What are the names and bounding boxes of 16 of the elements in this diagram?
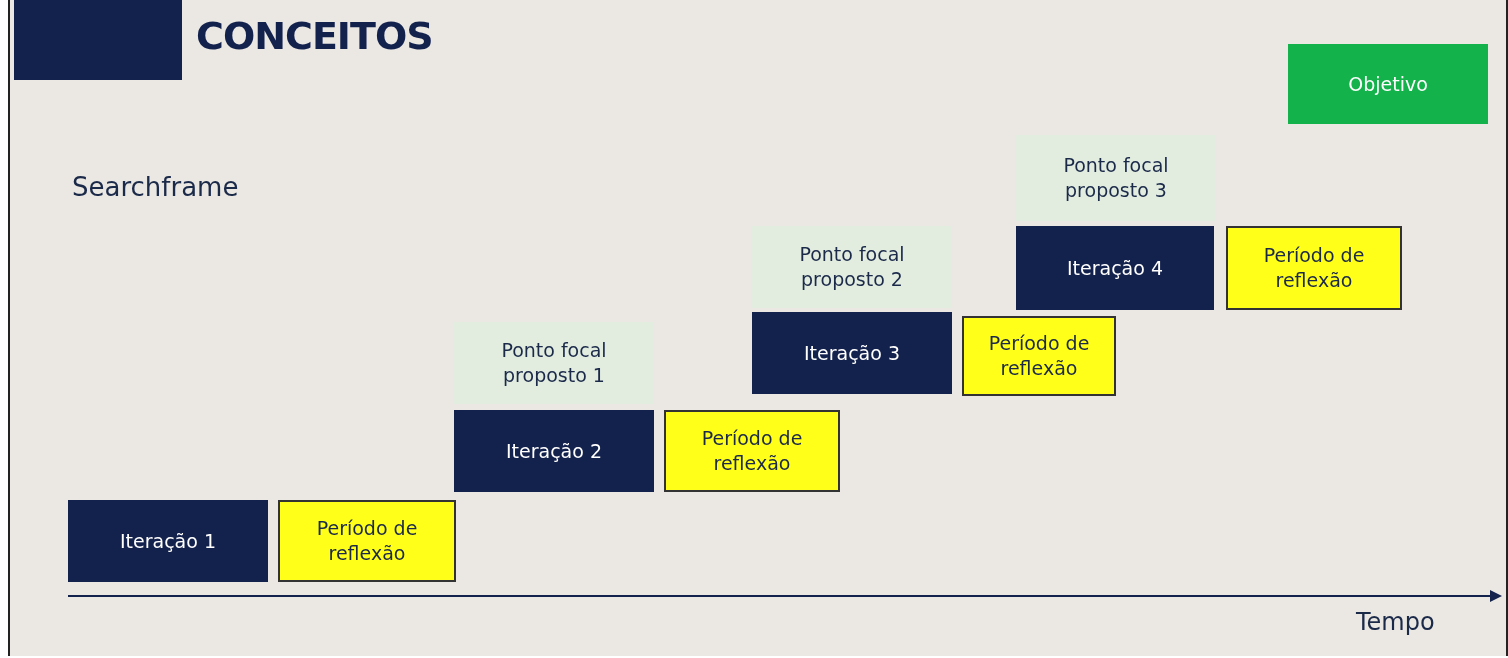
iteration-box: Iteração 1 — [68, 500, 268, 582]
goal-box: Objetivo — [1288, 44, 1488, 124]
title: CONCEITOS — [196, 14, 433, 58]
frame-label: Searchframe — [72, 172, 239, 202]
focal-point-box: Ponto focal proposto 2 — [752, 226, 952, 308]
iteration-box: Iteração 4 — [1016, 226, 1214, 310]
iteration-box: Iteração 2 — [454, 410, 654, 492]
title-bar — [14, 0, 182, 80]
reflection-box: Período de reflexão — [664, 410, 840, 492]
focal-point-box: Ponto focal proposto 1 — [454, 322, 654, 404]
reflection-box: Período de reflexão — [278, 500, 456, 582]
iteration-box: Iteração 3 — [752, 312, 952, 394]
axis-label: Tempo — [1356, 608, 1435, 636]
focal-point-box: Ponto focal proposto 3 — [1016, 135, 1216, 221]
reflection-box: Período de reflexão — [962, 316, 1116, 396]
reflection-box: Período de reflexão — [1226, 226, 1402, 310]
